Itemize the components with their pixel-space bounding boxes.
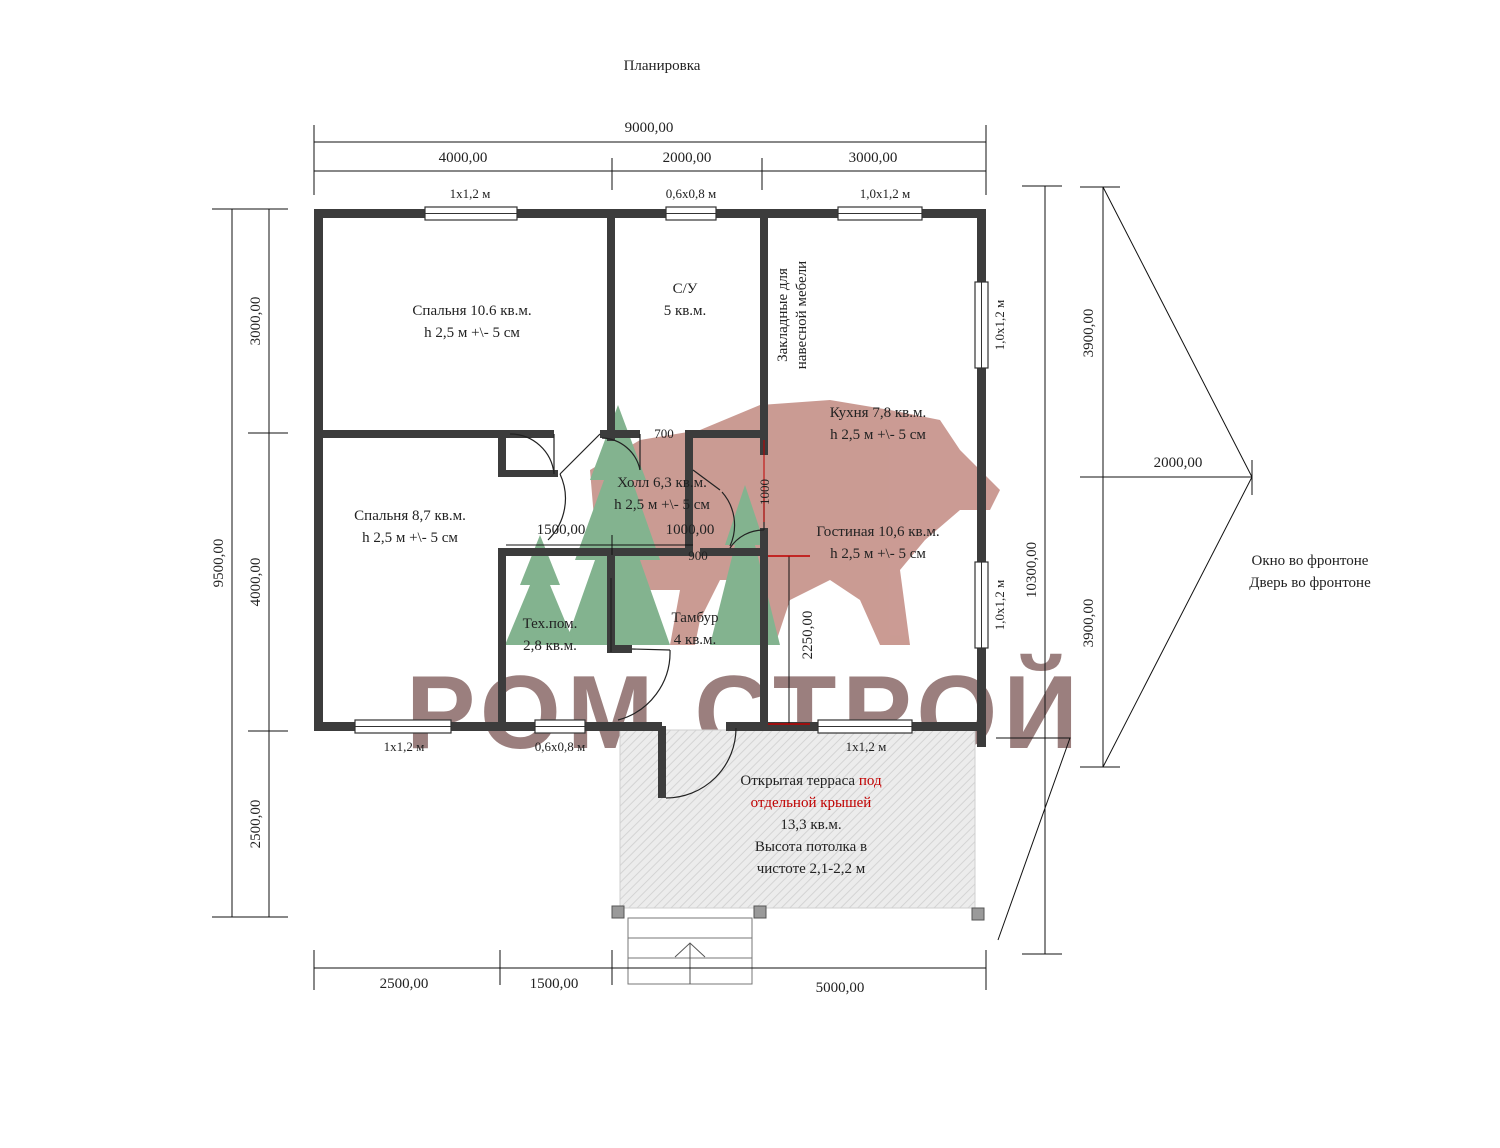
terrace-post (611, 905, 625, 919)
dim-gable-height: 2000,00 (1154, 455, 1203, 471)
room-hall-name: Холл 6,3 кв.м. (617, 475, 707, 491)
dim-door-1000: 1000 (757, 479, 772, 505)
dim-left-1: 3000,00 (248, 297, 264, 346)
dim-gable-bottom: 3900,00 (1081, 599, 1097, 648)
room-hall-height: h 2,5 м +\- 5 см (614, 497, 710, 513)
dim-left-total: 9500,00 (211, 539, 227, 588)
plan-title: Планировка (624, 58, 701, 74)
room-bedroom1-name: Спальня 10.6 кв.м. (412, 303, 531, 319)
terrace-line2: отдельной крышей (751, 795, 872, 811)
tree-icon (565, 405, 670, 645)
dim-left-2: 4000,00 (248, 558, 264, 607)
dim-door-900: 900 (688, 548, 708, 563)
room-vestibule-area: 4 кв.м. (674, 632, 717, 648)
dim-hall-left: 1500,00 (537, 522, 586, 538)
room-kitchen-name: Кухня 7,8 кв.м. (830, 405, 926, 421)
terrace-line4: Высота потолка в (755, 839, 867, 855)
dim-bottom-2: 1500,00 (530, 976, 579, 992)
dim-bottom-3: 5000,00 (816, 980, 865, 996)
gable-diagram (996, 186, 1253, 941)
gable-label-window: Окно во фронтоне (1252, 553, 1369, 569)
dim-top-2: 2000,00 (663, 150, 712, 166)
dimension-lines (212, 125, 1062, 990)
dim-total-width: 9000,00 (625, 120, 674, 136)
dim-height-2250: 2250,00 (800, 611, 816, 660)
room-bedroom1-height: h 2,5 м +\- 5 см (424, 325, 520, 341)
doors (509, 433, 765, 799)
room-wc-name: С/У (673, 281, 698, 297)
window-label-bottom-right: 1x1,2 м (846, 739, 887, 754)
dim-right-total: 10300,00 (1024, 542, 1040, 598)
furniture-note-line1: Закладные для (775, 268, 791, 362)
window-label-top-mid: 0,6x0,8 м (666, 186, 716, 201)
window-label-top-left: 1x1,2 м (450, 186, 491, 201)
terrace-area-label: 13,3 кв.м. (780, 817, 841, 833)
dim-top-1: 4000,00 (439, 150, 488, 166)
dim-left-3: 2500,00 (248, 800, 264, 849)
gable-label-door: Дверь во фронтоне (1249, 575, 1371, 591)
windows (354, 206, 989, 734)
dimension-labels: 9000,00 4000,00 2000,00 3000,00 9500,00 … (211, 120, 1202, 996)
entrance-stairs (627, 917, 753, 985)
room-kitchen-height: h 2,5 м +\- 5 см (830, 427, 926, 443)
window-labels: 1x1,2 м 0,6x0,8 м 1,0x1,2 м 1,0x1,2 м 1,… (384, 186, 1007, 754)
room-labels: Спальня 10.6 кв.м. h 2,5 м +\- 5 см С/У … (354, 261, 939, 877)
window-label-right-top: 1,0x1,2 м (992, 300, 1007, 350)
room-bedroom2-height: h 2,5 м +\- 5 см (362, 530, 458, 546)
furniture-note-line2: навесной мебели (794, 261, 810, 369)
dim-door-700: 700 (654, 426, 674, 441)
dim-gable-top: 3900,00 (1081, 309, 1097, 358)
room-bedroom2-name: Спальня 8,7 кв.м. (354, 508, 466, 524)
room-living-height: h 2,5 м +\- 5 см (830, 546, 926, 562)
window-label-bottom-mid: 0,6x0,8 м (535, 739, 585, 754)
window-label-top-right: 1,0x1,2 м (860, 186, 910, 201)
dim-top-3: 3000,00 (849, 150, 898, 166)
tree-icon (505, 535, 575, 645)
terrace-post (753, 905, 767, 919)
dim-hall-right: 1000,00 (666, 522, 715, 538)
room-living-name: Гостиная 10,6 кв.м. (816, 524, 939, 540)
terrace-line5: чистоте 2,1-2,2 м (757, 861, 866, 877)
window-label-bottom-left: 1x1,2 м (384, 739, 425, 754)
terrace-post (971, 907, 985, 921)
room-tech-name: Тех.пом. (523, 616, 578, 632)
window-label-right-bottom: 1,0x1,2 м (992, 580, 1007, 630)
terrace-line1: Открытая терраса под (740, 773, 882, 789)
room-tech-area: 2,8 кв.м. (523, 638, 577, 654)
dim-bottom-1: 2500,00 (380, 976, 429, 992)
terrace-area (619, 729, 976, 909)
room-vestibule-name: Тамбур (672, 610, 719, 626)
room-wc-area: 5 кв.м. (664, 303, 707, 319)
